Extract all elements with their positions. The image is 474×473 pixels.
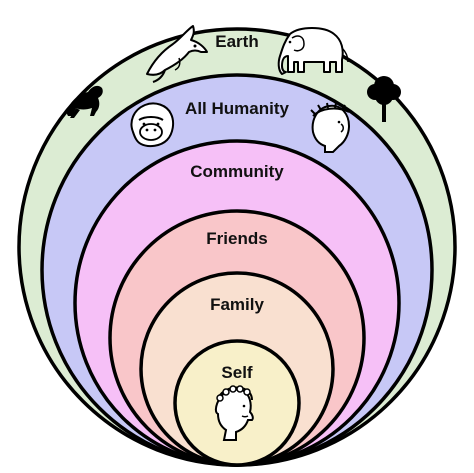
ring-label-community: Community <box>190 162 284 181</box>
ring-label-family: Family <box>210 295 264 314</box>
ring-label-earth: Earth <box>215 32 258 51</box>
ring-label-friends: Friends <box>206 229 267 248</box>
elephant-icon <box>277 27 349 75</box>
ring-label-all-humanity: All Humanity <box>185 99 289 118</box>
self-portrait-icon <box>214 385 254 441</box>
tree-icon <box>367 76 401 122</box>
dolphin-icon <box>146 25 208 83</box>
laurel-head-icon <box>310 102 351 153</box>
ring-label-self: Self <box>221 363 253 382</box>
chimpanzee-icon <box>66 85 103 118</box>
gorilla-head-icon <box>130 102 175 148</box>
